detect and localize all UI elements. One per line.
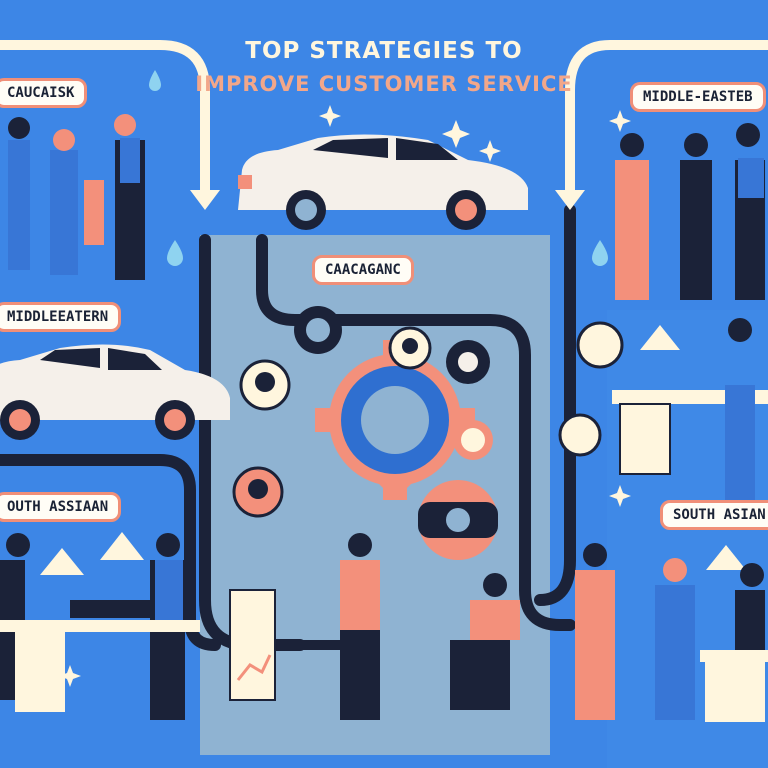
worker-figure [725,385,755,515]
avatar [388,326,432,370]
sparkle-icon [59,105,631,687]
label-center: CAACAGANC [312,255,414,285]
wheel-icon [446,340,490,384]
chat-bubble-icon [558,413,602,457]
tire-icon [294,306,342,354]
desk [0,620,200,632]
chat-bubble-icon [576,321,624,369]
car-icon [238,134,528,230]
lamp-icon [706,545,746,570]
label-bottom-left: OUTH ASSIAAN [0,492,122,522]
worker-figure [8,114,145,280]
car-icon [0,344,230,440]
desk [15,632,65,712]
clipboard-icon [229,589,276,701]
label-top-right: MIDDLE-EASTEB [630,82,766,112]
worker-figure [615,123,765,300]
gear-icon [418,480,498,560]
gear-icon [315,340,475,500]
label-bottom-right: SOUTH ASIAN [660,500,768,530]
avatar [232,466,284,518]
lamp-icon [40,548,84,575]
badge-icon [453,420,493,460]
worker-figure [340,533,520,720]
title-line-2: IMPROVE CUSTOMER SERVICE [195,72,573,96]
arrow-paths [0,40,768,195]
label-mid-left: MIDDLEEATERN [0,302,122,332]
label-top-left: CAUCAISK [0,78,88,108]
arrow-down-icon [190,190,220,210]
water-drop-icon [149,70,608,266]
title-line-1: TOP STRATEGIES TO [245,38,523,64]
arrow-down-icon [555,190,585,210]
lamp-icon [100,532,144,560]
avatar [239,359,291,411]
lamp-icon [640,325,680,350]
